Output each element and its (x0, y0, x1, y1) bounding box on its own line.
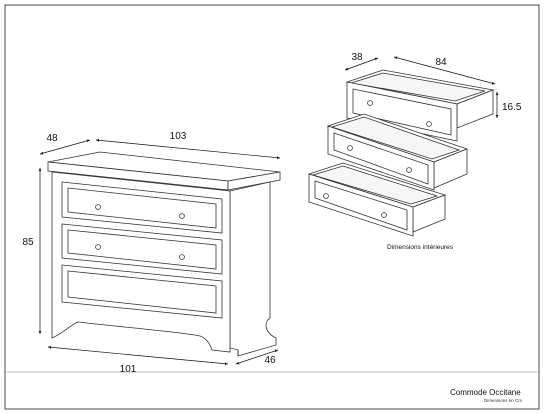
dim-depth-top: 48 (46, 133, 58, 144)
drawer-box-2 (326, 113, 469, 191)
drawer-front-2 (61, 223, 223, 275)
knob-icon (367, 100, 373, 106)
knob-icon (179, 254, 185, 260)
knob-icon (323, 193, 329, 199)
dim-line-drawer-width (393, 56, 496, 85)
dim-line-width-base (47, 345, 229, 366)
dim-drawer-height: 16.5 (502, 102, 522, 113)
knob-icon (406, 167, 412, 173)
dim-line-depth-base (235, 349, 279, 365)
chest-top-side-edge (227, 171, 281, 191)
chest-front (51, 171, 231, 353)
chest-side-panel (229, 181, 277, 357)
knob-icon (179, 213, 185, 219)
dim-drawer-width: 84 (435, 57, 447, 68)
dim-height: 85 (22, 237, 34, 248)
drawer-knobs (323, 100, 432, 218)
units-note: Dimensions en Cm (484, 398, 522, 403)
caption-interior-dimensions: Dimensions intérieures (387, 244, 454, 251)
knob-icon (381, 212, 387, 218)
knob-icon (426, 121, 432, 127)
knob-icon (95, 244, 101, 250)
knob-icon (347, 145, 353, 151)
drawer-front-3 (61, 264, 223, 319)
chest-knobs (95, 204, 185, 260)
sheet-frame (4, 4, 540, 410)
dim-line-depth-top (39, 139, 91, 155)
product-name: Commode Occitane (450, 388, 521, 397)
dim-line-width-top (95, 138, 281, 160)
drawer-box-1 (345, 69, 495, 142)
dim-depth-base: 46 (264, 355, 276, 366)
dim-width-base: 101 (120, 364, 137, 375)
knob-icon (95, 204, 101, 210)
chest-of-drawers (47, 151, 281, 357)
exploded-drawers (307, 69, 495, 237)
dim-drawer-depth: 38 (351, 52, 363, 63)
dim-line-drawer-depth (344, 57, 379, 71)
drawer-front-1 (61, 181, 223, 234)
drawer-box-3 (307, 162, 447, 237)
dim-width-top: 103 (170, 131, 187, 142)
